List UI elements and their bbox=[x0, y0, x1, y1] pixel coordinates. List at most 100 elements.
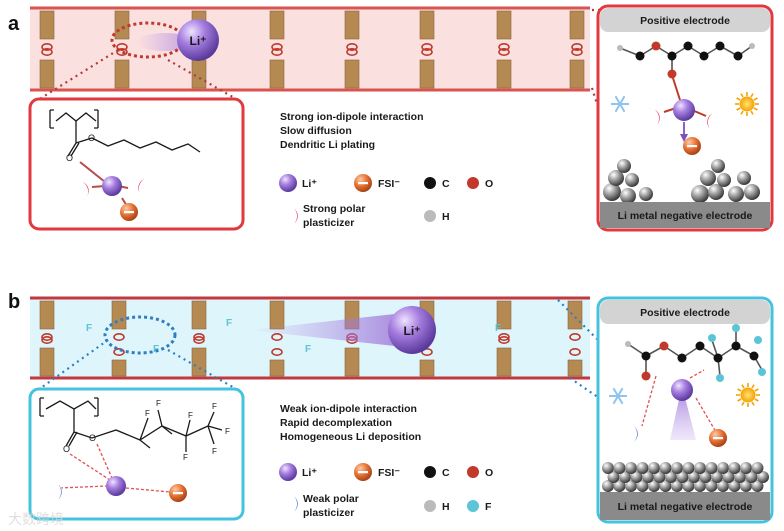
carbonyl-group-marker bbox=[271, 332, 283, 341]
polymer-chain-segment bbox=[344, 347, 360, 377]
polymer-chain-segment bbox=[569, 10, 585, 40]
legend-plasticizer-line1-a: Strong polar bbox=[303, 203, 365, 215]
legend-li-icon bbox=[279, 174, 297, 192]
sun-ray bbox=[736, 97, 741, 101]
polymer-chain-segment bbox=[114, 10, 130, 40]
atom-sphere bbox=[713, 353, 723, 363]
fluorine-atom-label: F bbox=[145, 409, 150, 418]
legend-oxygen-icon bbox=[467, 177, 479, 189]
description-line-a2: Slow diffusion bbox=[280, 125, 352, 137]
li-metal-sphere bbox=[625, 462, 637, 474]
li-metal-sphere bbox=[740, 462, 752, 474]
sun-ray bbox=[753, 97, 758, 101]
li-metal-sphere bbox=[648, 462, 660, 474]
carbonyl-group-marker bbox=[271, 47, 283, 56]
li-deposition-cone-b bbox=[670, 386, 696, 440]
polymer-chain-segment bbox=[496, 347, 512, 377]
oxygen-carbonyl-a: O bbox=[66, 153, 73, 163]
atom-sphere bbox=[699, 51, 709, 61]
fluorine-marker: F bbox=[495, 323, 501, 334]
oxygen-ester-b: O bbox=[89, 433, 96, 443]
polymer-chain-segment bbox=[569, 59, 585, 89]
legend-plasticizer-line2-a: plasticizer bbox=[303, 217, 354, 229]
carbonyl-group-marker bbox=[346, 47, 358, 56]
polymer-chain-segment bbox=[191, 300, 207, 330]
polymer-chain-segment bbox=[114, 59, 130, 89]
polymer-chain-segment bbox=[496, 10, 512, 40]
sun-ray bbox=[754, 388, 759, 392]
carbonyl-group-marker bbox=[346, 42, 358, 51]
sun-disc bbox=[740, 387, 756, 403]
polymer-chain-segment bbox=[496, 59, 512, 89]
carbonyl-group-marker bbox=[421, 47, 433, 56]
li-metal-sphere bbox=[659, 480, 672, 492]
snowflake-arm bbox=[614, 95, 626, 113]
carbonyl-group-marker bbox=[271, 42, 283, 51]
sun-ray bbox=[751, 401, 755, 406]
sun-ray bbox=[751, 384, 755, 389]
li-metal-sphere bbox=[608, 170, 624, 186]
polymer-chain-segment bbox=[344, 10, 360, 40]
legend-a: Li⁺ FSI⁻ C O Strong polar plasticizer H bbox=[279, 174, 493, 229]
li-metal-sphere bbox=[728, 480, 741, 492]
zoom-connector-b-right bbox=[167, 349, 239, 391]
atom-sphere bbox=[677, 353, 687, 363]
atom-sphere bbox=[758, 368, 766, 376]
li-metal-sphere bbox=[737, 171, 751, 185]
legend-hydrogen-label-b: H bbox=[442, 501, 450, 513]
panel-a: Li⁺ O O Strong ion-dipole interaction bbox=[8, 4, 774, 232]
oxygen-carbonyl-b: O bbox=[63, 444, 70, 454]
legend-b: Li⁺ FSI⁻ C O Weak polar plasticizer H F bbox=[279, 463, 493, 519]
li-metal-sphere bbox=[617, 159, 631, 173]
atom-sphere bbox=[659, 341, 669, 351]
sun-ray bbox=[740, 93, 744, 98]
li-ion-label-a: Li⁺ bbox=[190, 34, 207, 48]
carbonyl-group-marker bbox=[41, 42, 53, 51]
legend-fluorine-label: F bbox=[485, 501, 492, 513]
atom-sphere bbox=[715, 41, 725, 51]
li-metal-sphere bbox=[711, 159, 725, 173]
carbonyl-group-marker bbox=[271, 347, 283, 356]
li-metal-sphere bbox=[602, 462, 614, 474]
positive-electrode-label-b: Positive electrode bbox=[640, 307, 730, 319]
crescent-shape bbox=[627, 423, 639, 445]
li-metal-sphere bbox=[639, 187, 653, 201]
legend-hydrogen-icon-b bbox=[424, 500, 436, 512]
li-metal-sphere bbox=[613, 480, 626, 492]
sun-icon bbox=[735, 92, 759, 116]
li-metal-sphere bbox=[757, 471, 769, 483]
polymer-chain-segment bbox=[419, 59, 435, 89]
li-metal-sphere bbox=[636, 480, 649, 492]
li-metal-sphere bbox=[671, 480, 683, 492]
fluorine-marker: F bbox=[226, 318, 232, 329]
legend-oxygen-icon-b bbox=[467, 466, 479, 478]
atom-sphere bbox=[641, 351, 651, 361]
snowflake-icon bbox=[611, 95, 629, 113]
li-metal-sphere bbox=[688, 471, 700, 483]
li-metal-sphere bbox=[694, 462, 706, 474]
weak-coordination-electrode-b bbox=[641, 369, 717, 433]
polymer-structure-b bbox=[39, 397, 223, 452]
li-metal-sphere bbox=[625, 480, 637, 492]
carbonyl-group-marker bbox=[571, 47, 583, 56]
li-metal-sphere bbox=[694, 480, 706, 492]
legend-fsi-label: FSI⁻ bbox=[378, 178, 400, 190]
zoom-connector-b-left bbox=[37, 339, 109, 391]
legend-li-icon-b bbox=[279, 463, 297, 481]
li-metal-sphere bbox=[751, 462, 764, 474]
li-metal-sphere bbox=[705, 480, 718, 492]
legend-carbon-icon bbox=[424, 177, 436, 189]
polymer-chain-segment bbox=[39, 300, 55, 330]
legend-carbon-icon-b bbox=[424, 466, 436, 478]
legend-li-label: Li⁺ bbox=[302, 178, 317, 190]
carbonyl-group-marker bbox=[569, 332, 581, 341]
polymer-chain-segment bbox=[419, 10, 435, 40]
coordination-bond-a bbox=[79, 161, 106, 183]
description-line-b3: Homogeneous Li deposition bbox=[280, 431, 421, 443]
carbonyl-group-marker bbox=[41, 332, 53, 341]
polymer-chain-segment bbox=[269, 300, 285, 330]
crescent-shape bbox=[706, 111, 719, 133]
atom-sphere bbox=[641, 371, 651, 381]
atom-sphere bbox=[731, 341, 741, 351]
